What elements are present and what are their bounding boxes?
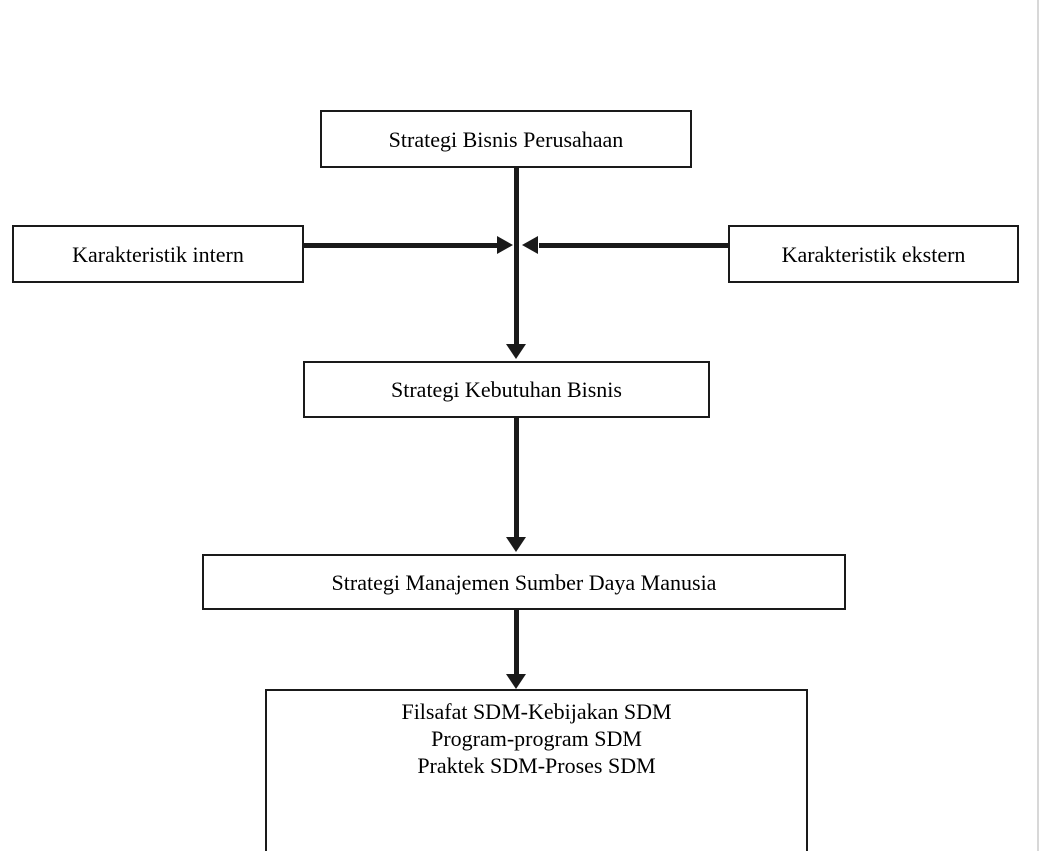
node-strategi-kebutuhan-bisnis: Strategi Kebutuhan Bisnis bbox=[303, 361, 710, 418]
arrowhead-left-from-ekstern-icon bbox=[522, 236, 538, 254]
node-filsafat-line-2: Program-program SDM bbox=[431, 726, 642, 751]
page-edge-right bbox=[1037, 0, 1039, 851]
node-filsafat-line-1: Filsafat SDM-Kebijakan SDM bbox=[401, 699, 672, 724]
node-filsafat-program-praktek-sdm: Filsafat SDM-Kebijakan SDM Program-progr… bbox=[265, 689, 808, 851]
connector-ekstern-to-junction bbox=[539, 243, 729, 248]
arrowhead-down-to-filsafat-icon bbox=[506, 674, 526, 689]
node-strategi-manajemen-sdm: Strategi Manajemen Sumber Daya Manusia bbox=[202, 554, 846, 610]
node-karakteristik-intern: Karakteristik intern bbox=[12, 225, 304, 283]
connector-bisnis-to-kebutuhan bbox=[514, 167, 519, 347]
arrowhead-down-to-kebutuhan-icon bbox=[506, 344, 526, 359]
node-karakteristik-ekstern: Karakteristik ekstern bbox=[728, 225, 1019, 283]
connector-kebutuhan-to-manajemen bbox=[514, 417, 519, 539]
node-filsafat-line-3: Praktek SDM-Proses SDM bbox=[417, 753, 656, 778]
arrowhead-right-from-intern-icon bbox=[497, 236, 513, 254]
connector-intern-to-junction bbox=[304, 243, 498, 248]
connector-manajemen-to-filsafat bbox=[514, 609, 519, 677]
node-strategi-bisnis-perusahaan: Strategi Bisnis Perusahaan bbox=[320, 110, 692, 168]
arrowhead-down-to-manajemen-icon bbox=[506, 537, 526, 552]
